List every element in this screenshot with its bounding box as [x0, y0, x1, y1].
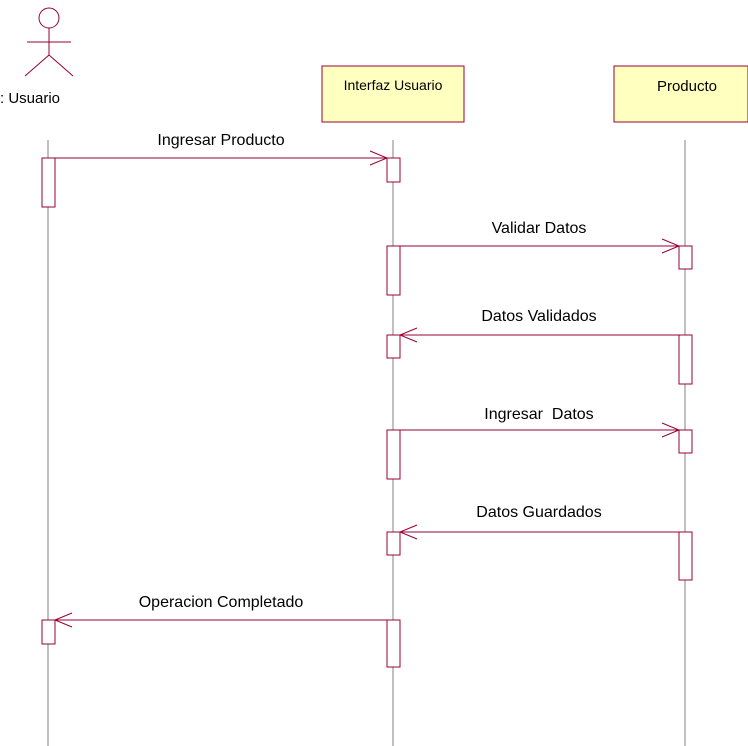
object-box — [321, 65, 465, 123]
activation-usuario-1 — [41, 157, 56, 208]
message-label: Ingresar Producto — [157, 132, 284, 149]
message-datos-validados[interactable]: Datos Validados — [398, 308, 679, 343]
object-interfaz-usuario[interactable]: Interfaz Usuario — [321, 65, 465, 123]
activation-producto-3 — [678, 429, 693, 454]
arrowhead-icon — [369, 150, 389, 166]
activation-usuario-2 — [41, 619, 56, 645]
activation-producto-1 — [678, 245, 693, 270]
arrowhead-icon — [398, 524, 418, 540]
message-validar-datos[interactable]: Validar Datos — [400, 220, 681, 254]
message-label: Validar Datos — [492, 220, 587, 237]
activation-interfaz-5 — [386, 531, 401, 556]
object-box — [613, 65, 748, 123]
activation-interfaz-3 — [386, 334, 401, 359]
arrowhead-icon — [53, 612, 73, 628]
message-label: Operacion Completado — [139, 594, 304, 611]
activation-interfaz-1 — [386, 157, 401, 183]
message-label: Datos Guardados — [476, 504, 601, 521]
object-label: Interfaz Usuario — [344, 77, 443, 93]
activation-interfaz-6 — [386, 619, 401, 668]
message-datos-guardados[interactable]: Datos Guardados — [398, 504, 679, 540]
activation-interfaz-2 — [386, 245, 401, 296]
object-label: Producto — [657, 78, 717, 95]
message-ingresar-producto[interactable]: Ingresar Producto — [55, 132, 389, 166]
activation-producto-4 — [678, 531, 693, 581]
message-ingresar-datos[interactable]: Ingresar Datos — [400, 406, 681, 438]
actor-usuario[interactable]: : Usuario — [0, 7, 74, 107]
activation-interfaz-4 — [386, 429, 401, 480]
activation-producto-2 — [678, 334, 693, 385]
stick-figure-icon — [24, 7, 74, 77]
activations — [41, 157, 693, 668]
object-producto[interactable]: Producto — [613, 65, 748, 123]
message-operacion-completado[interactable]: Operacion Completado — [53, 594, 387, 628]
lifelines — [47, 140, 686, 746]
message-label: Datos Validados — [481, 308, 596, 325]
actor-label: : Usuario — [0, 90, 60, 107]
arrowhead-icon — [661, 422, 681, 438]
arrowhead-icon — [398, 327, 418, 343]
message-label: Ingresar Datos — [484, 406, 593, 423]
arrowhead-icon — [661, 238, 681, 254]
